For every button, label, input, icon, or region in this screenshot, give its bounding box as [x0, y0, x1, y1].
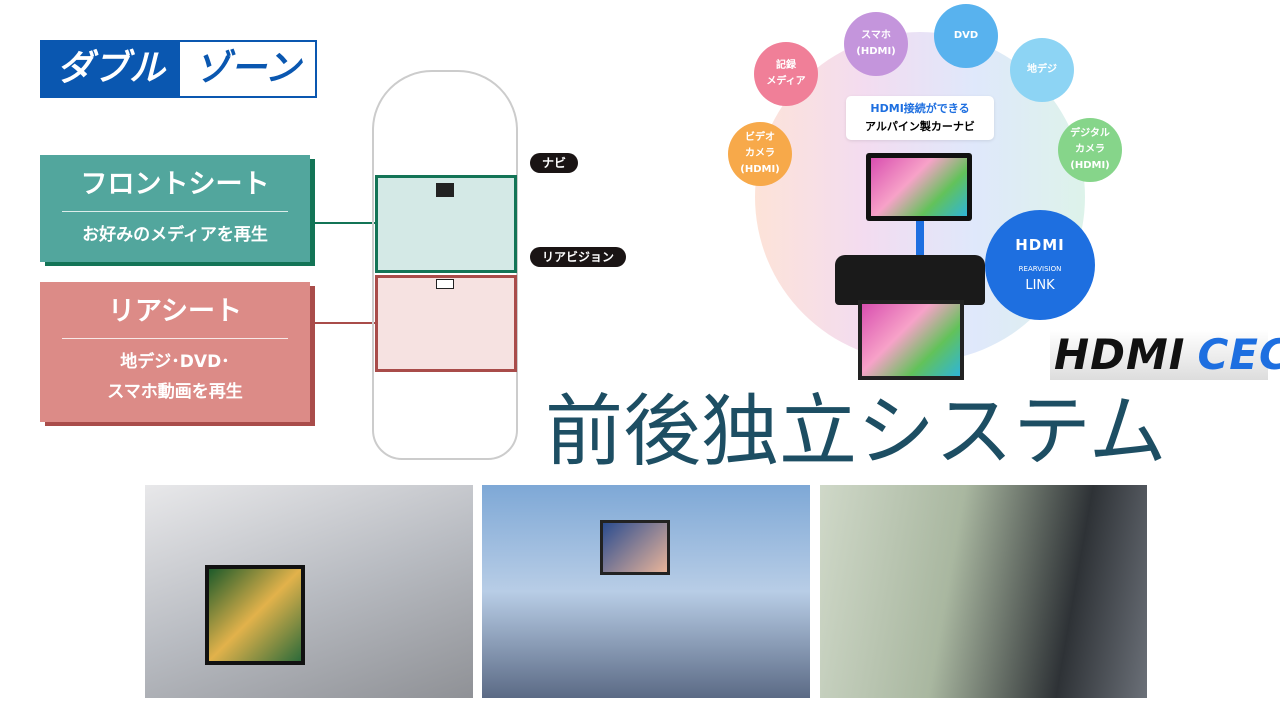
- link-text: LINK: [1025, 278, 1055, 293]
- car-outline: [372, 70, 518, 460]
- photo-overhead-monitor: [145, 485, 473, 698]
- source-digital-camera: デジタル カメラ (HDMI): [1058, 118, 1122, 182]
- callout-line2: アルパイン製カーナビ: [865, 120, 975, 133]
- connector-link: [916, 220, 924, 260]
- photo-monitor-screen: [600, 520, 670, 575]
- hdmi-rearvision-badge: HDMI REARVISION LINK: [985, 210, 1095, 320]
- source-record-media: 記録 メディア: [754, 42, 818, 106]
- divider: [62, 338, 288, 339]
- cec-cec: CEC: [1197, 330, 1280, 379]
- photo-monitor-screen: [205, 565, 305, 665]
- rearvision-text: REARVISION: [1018, 265, 1062, 273]
- overhead-monitor: [858, 300, 964, 380]
- monitor-screen: [862, 304, 960, 376]
- navi-label: ナビ: [530, 153, 579, 173]
- rear-line2: スマホ動画を再生: [107, 382, 243, 402]
- overhead-monitor-housing: [835, 255, 985, 305]
- double-zone-logo: ダブル ゾーン: [40, 40, 317, 98]
- car-navi-unit: [866, 153, 972, 221]
- hdmi-logo: HDMI: [1015, 236, 1065, 254]
- rear-title: リアシート: [108, 296, 242, 327]
- front-connector: [315, 222, 375, 224]
- logo-left: ダブル: [42, 42, 180, 96]
- rear-line1: 地デジ･DVD･: [120, 352, 230, 372]
- front-subtitle: お好みのメディアを再生: [82, 225, 268, 245]
- source-tv: 地デジ: [1010, 38, 1074, 102]
- rear-zone: [375, 275, 517, 372]
- source-video-camera: ビデオ カメラ (HDMI): [728, 122, 792, 186]
- rear-vision-label: リアビジョン: [530, 247, 627, 267]
- hdmi-cec-logo: HDMICEC: [1050, 330, 1280, 380]
- rear-connector: [315, 322, 375, 324]
- source-dvd: DVD: [934, 4, 998, 68]
- photo-family-watching: [482, 485, 810, 698]
- front-seat-box: フロントシート お好みのメディアを再生: [40, 155, 310, 262]
- front-title: フロントシート: [80, 169, 270, 200]
- logo-right: ゾーン: [194, 48, 301, 89]
- source-smartphone: スマホ (HDMI): [844, 12, 908, 76]
- photo-mother-child: [820, 485, 1147, 698]
- navi-callout: HDMI接続ができる アルパイン製カーナビ: [846, 96, 994, 140]
- navi-screen: [871, 158, 967, 216]
- rear-monitor-icon: [436, 279, 454, 289]
- navi-icon: [436, 183, 454, 197]
- callout-line1: HDMI接続ができる: [870, 102, 970, 115]
- divider: [62, 211, 288, 212]
- cec-hdmi: HDMI: [1054, 330, 1186, 379]
- page-title: 前後独立システム: [545, 387, 1167, 477]
- rear-seat-box: リアシート 地デジ･DVD･ スマホ動画を再生: [40, 282, 310, 422]
